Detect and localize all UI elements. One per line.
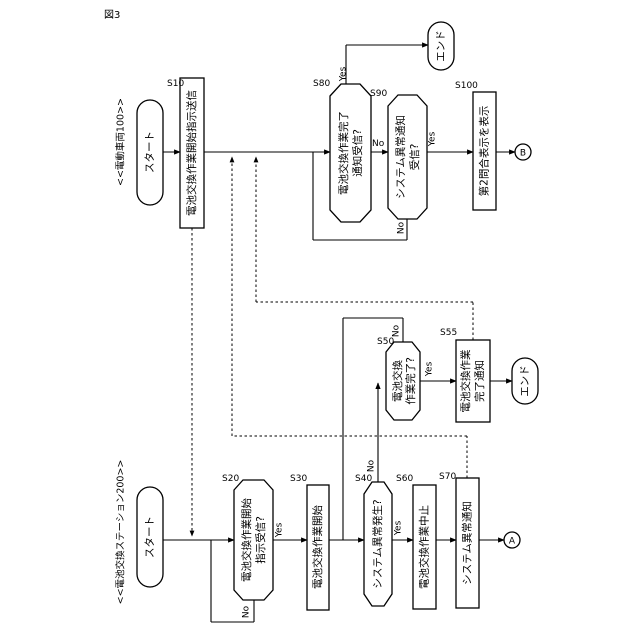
s20-line1: 電池交換作業開始 bbox=[240, 498, 253, 582]
s80-yes: Yes bbox=[339, 66, 349, 82]
s40-yes: Yes bbox=[394, 520, 404, 536]
s50-yes: Yes bbox=[425, 361, 435, 377]
s60-step: S60 bbox=[396, 474, 413, 484]
s100-label: 第2問合表示を表示 bbox=[478, 106, 491, 197]
s90-step: S90 bbox=[370, 89, 387, 99]
s70-label: システム異常通知 bbox=[461, 501, 474, 585]
s80-line1: 電池交換作業完了 bbox=[337, 111, 350, 195]
s10-label: 電池交換作業開始指示送信 bbox=[185, 90, 198, 216]
s55-line2: 完了通知 bbox=[473, 360, 486, 402]
s40-step: S40 bbox=[355, 474, 372, 484]
vehicle-start-label: スタート bbox=[144, 131, 156, 173]
s20-step: S20 bbox=[222, 474, 239, 484]
vehicle-end-label: エンド bbox=[435, 30, 447, 62]
s50-no: No bbox=[392, 324, 402, 337]
s50-line2: 作業完了? bbox=[404, 357, 417, 405]
station-header: <<電池交換ステーション200>> bbox=[115, 460, 127, 605]
s80-no: No bbox=[372, 139, 385, 149]
s90-decision bbox=[388, 95, 427, 219]
s90-no: No bbox=[397, 221, 407, 234]
station-end-label: エンド bbox=[519, 365, 531, 397]
s30-label: 電池交換作業開始 bbox=[311, 505, 324, 589]
s80-line2: 通知受信? bbox=[351, 129, 364, 177]
s70-step: S70 bbox=[439, 472, 456, 482]
s90-line2: 受信? bbox=[409, 144, 421, 171]
s55-line1: 電池交換作業 bbox=[459, 349, 472, 412]
s50-line1: 電池交換 bbox=[391, 360, 404, 402]
s100-step: S100 bbox=[455, 81, 478, 91]
s20-yes: Yes bbox=[275, 522, 285, 538]
s50-step: S50 bbox=[377, 337, 394, 347]
connector-b-label: B bbox=[520, 149, 526, 159]
s80-decision bbox=[330, 84, 371, 222]
s60-label: 電池交換作業中止 bbox=[418, 505, 431, 589]
vehicle-header: <<電動車両100>> bbox=[115, 98, 127, 186]
station-start-label: スタート bbox=[144, 516, 156, 558]
connector-a-label: A bbox=[509, 537, 516, 547]
s40-no: No bbox=[367, 459, 377, 472]
s10-step: S10 bbox=[167, 79, 184, 89]
s20-line2: 指示受信? bbox=[254, 516, 267, 564]
s80-step: S80 bbox=[313, 79, 330, 89]
s20-no: No bbox=[242, 605, 252, 618]
s40-label: システム異常発生? bbox=[371, 499, 384, 588]
s90-yes: Yes bbox=[428, 131, 438, 147]
s30-step: S30 bbox=[290, 474, 307, 484]
s90-line1: システム異常通知 bbox=[394, 115, 407, 199]
s55-step: S55 bbox=[440, 328, 457, 338]
s20-decision bbox=[234, 480, 273, 600]
